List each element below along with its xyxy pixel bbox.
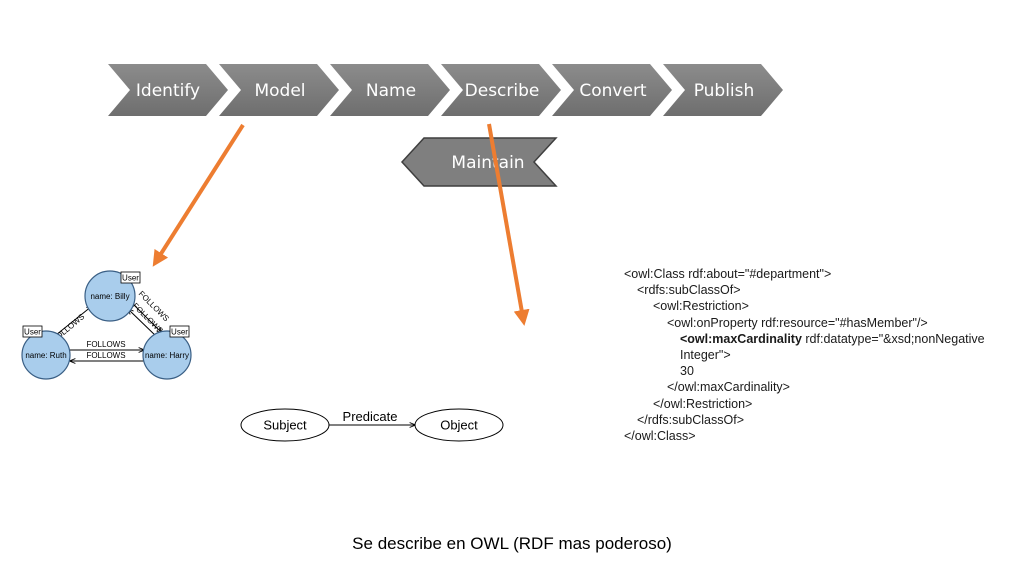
node-harry: name: Harry User	[142, 325, 192, 380]
code-line: <owl:Class rdf:about="#department">	[624, 267, 832, 281]
maintain-label: Maintain	[451, 153, 524, 173]
step-identify: Identify	[108, 64, 228, 116]
code-line: </owl:Class>	[624, 429, 696, 444]
step-label: Convert	[579, 81, 647, 101]
edge-label: FOLLOWS	[86, 351, 125, 360]
subject-label: Subject	[263, 418, 307, 433]
object-label: Object	[440, 418, 478, 433]
code-line: 30	[680, 364, 694, 379]
edge-harry-billy	[128, 309, 159, 339]
edge-label: FOLLOWS	[86, 340, 125, 349]
predicate-label: Predicate	[343, 409, 398, 424]
rdf-triple: Subject Predicate Object	[240, 408, 504, 442]
user-tag	[169, 325, 190, 338]
step-name: Name	[330, 64, 450, 116]
code-line: </owl:maxCardinality>	[667, 380, 790, 395]
code-line: <owl:onProperty rdf:resource="#hasMember…	[667, 315, 928, 330]
code-line: <rdfs:subClassOf>	[637, 283, 741, 298]
user-tag-label: User	[171, 328, 188, 337]
code-keyword: <owl:maxCardinality	[680, 331, 802, 346]
step-label: Model	[254, 81, 305, 101]
code-line: </owl:Restriction>	[653, 396, 753, 411]
object-node	[414, 408, 504, 442]
code-line: <owl:Restriction>	[653, 299, 749, 314]
step-label: Publish	[694, 81, 755, 101]
process-chevrons: Identify Model Name Describe Convert Pub…	[108, 64, 783, 116]
node-label: name: Billy	[90, 292, 129, 301]
step-label: Identify	[136, 81, 200, 101]
code-text: rdf:datatype="&xsd;nonNegative	[801, 331, 985, 346]
owl-code-block: <owl:Class rdf:about="#department"> <rdf…	[624, 266, 1014, 444]
step-label: Describe	[465, 81, 540, 101]
code-line: <owl:maxCardinality rdf:datatype="&xsd;n…	[624, 331, 1014, 347]
code-line: </rdfs:subClassOf>	[637, 412, 744, 427]
step-describe: Describe	[441, 64, 561, 116]
arrow-model-to-graph	[152, 123, 245, 267]
maintain-chevron: Maintain	[400, 137, 558, 187]
edge-ruth-billy	[55, 306, 92, 336]
node-label: name: Harry	[145, 351, 189, 360]
edge-billy-harry	[131, 302, 162, 333]
arrow-describe-to-owl	[487, 123, 530, 326]
slide-caption: Se describe en OWL (RDF mas poderoso)	[352, 534, 672, 553]
node-label: name: Ruth	[25, 351, 66, 360]
node-ruth: name: Ruth User	[21, 325, 71, 380]
step-publish: Publish	[663, 64, 783, 116]
user-tag	[120, 271, 141, 284]
node-billy: name: Billy User	[84, 270, 141, 322]
property-graph: FOLLOWS FOLLOWS FOLLOWS FOLLOWS FOLLOWS …	[21, 270, 192, 380]
step-model: Model	[219, 64, 339, 116]
user-tag	[22, 325, 43, 338]
user-tag-label: User	[24, 328, 41, 337]
code-line: Integer">	[680, 348, 731, 363]
step-label: Name	[366, 81, 416, 101]
step-convert: Convert	[552, 64, 672, 116]
user-tag-label: User	[122, 274, 139, 283]
